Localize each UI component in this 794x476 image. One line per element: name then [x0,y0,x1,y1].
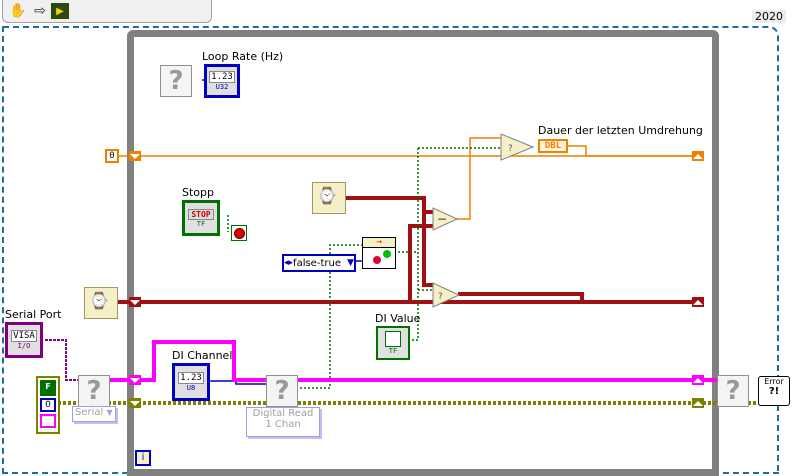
di-channel-control[interactable]: 1.23 U8 [172,363,210,401]
version-label: 2020 [752,10,786,23]
vi-icon[interactable]: ▶ [51,3,69,19]
wire-diff [456,137,502,220]
stop-label: Stopp [182,186,214,199]
di-channel-label: DI Channel [172,349,233,362]
shift-register-left-time[interactable] [129,297,141,307]
loop-condition-terminal[interactable] [231,225,247,241]
di-value-label: DI Value [375,312,421,325]
zero-constant[interactable]: 0 [105,149,119,163]
clock-icon: ⌚ [89,291,109,310]
select-node-bottom[interactable]: ? [432,282,460,308]
select-node-top[interactable]: ? [500,133,534,161]
shift-register-left-dbl[interactable] [129,151,141,161]
tick-count-node-0[interactable]: ⌚ [84,287,118,319]
di-value-indicator[interactable]: TF [376,326,410,360]
serial-port-control[interactable]: VISA I/O [5,322,43,358]
arrow-icon[interactable]: ⇨ [34,3,46,19]
shift-register-right-time[interactable] [692,297,704,307]
shift-register-left-visa[interactable] [129,375,141,385]
while-loop[interactable] [127,30,719,476]
subtract-node[interactable]: − [432,207,458,231]
chevron-down-icon: ▼ [347,258,354,268]
svg-text:−: − [437,212,447,226]
dauer-label: Dauer der letzten Umdrehung [538,124,703,137]
error-handler-node[interactable]: Error ?! [758,376,790,406]
clock-icon: ⌚ [317,186,337,205]
shift-register-right-dbl[interactable] [692,151,704,161]
loop-rate-label: Loop Rate (Hz) [202,50,284,63]
missing-subvi-digital-read[interactable]: ? [266,375,298,407]
serial-polymorphic-selector[interactable]: Serial ▼ [72,406,116,422]
loop-rate-control[interactable]: 1.23 U32 [204,64,240,98]
svg-text:?: ? [508,144,513,154]
shift-register-left-error[interactable] [129,398,141,408]
hand-icon[interactable]: ✋ [9,3,27,19]
shift-register-right-visa[interactable] [692,375,704,385]
dauer-indicator[interactable]: DBL [538,139,568,153]
stop-button-control[interactable]: STOP TF [182,200,220,236]
boolean-crossing-node[interactable]: → [362,237,396,269]
missing-subvi-visa-close[interactable]: ? [717,375,749,407]
wire-time-new [346,196,434,214]
error-cluster-constant[interactable]: F 0 [36,376,60,434]
toolbar: ✋ ⇨ ▶ [2,0,212,23]
edge-type-ring[interactable]: ◂▸ false-true ▼ [282,254,356,272]
shift-register-right-error[interactable] [692,398,704,408]
chevron-down-icon: ▼ [106,408,113,417]
digital-read-polymorphic-selector[interactable]: Digital Read 1 Chan [246,407,320,437]
tick-count-node-1[interactable]: ⌚ [312,182,346,214]
iteration-terminal[interactable]: i [135,450,151,466]
serial-port-label: Serial Port [5,308,62,321]
wire-dauer [566,145,695,157]
missing-subvi-visa-config[interactable]: ? [78,375,110,407]
svg-text:?: ? [438,292,443,302]
edge-arrow-icon: → [363,238,395,248]
missing-subvi-loop-rate[interactable]: ? [160,65,192,97]
stop-if-true-icon [233,227,245,239]
